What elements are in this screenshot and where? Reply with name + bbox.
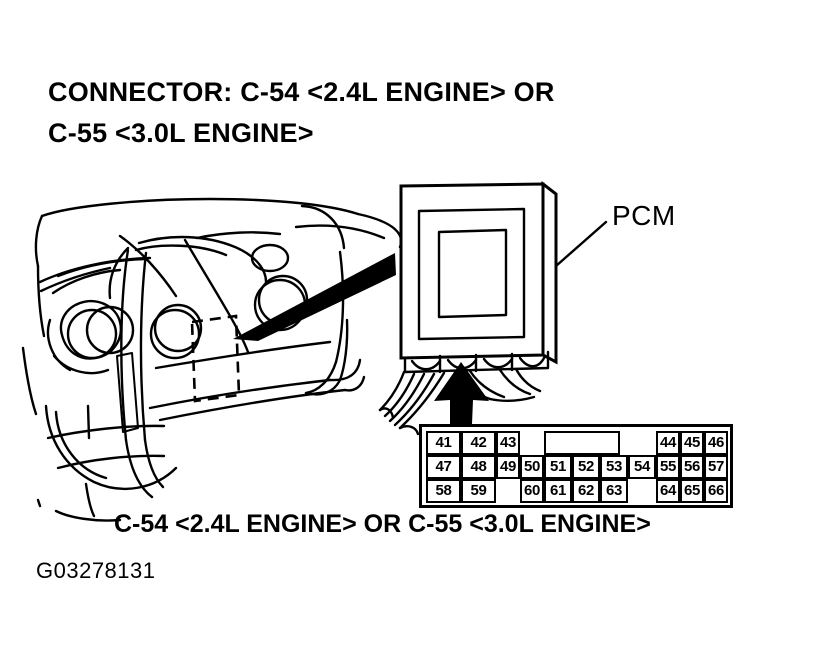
pin-cell-45: 45 [680, 431, 704, 455]
pin-cell-60: 60 [520, 479, 544, 503]
pin-cell-47: 47 [426, 455, 461, 479]
pin-cell-63: 63 [600, 479, 628, 503]
pin-cell-65: 65 [680, 479, 704, 503]
pcm-location-marker [190, 314, 241, 403]
pin-cell-50: 50 [520, 455, 544, 479]
pin-cell-53: 53 [600, 455, 628, 479]
pin-cell-56: 56 [680, 455, 704, 479]
pin-cell-51: 51 [544, 455, 572, 479]
pin-cell-54: 54 [628, 455, 656, 479]
page-title: CONNECTOR: C-54 <2.4L ENGINE> OR C-55 <3… [48, 77, 555, 148]
harness-up-arrow [434, 362, 489, 424]
pin-cell-43: 43 [496, 431, 520, 455]
pin-cell-44: 44 [656, 431, 680, 455]
pin-cell-48: 48 [461, 455, 496, 479]
pin-cell-66: 66 [704, 479, 728, 503]
pin-cell-52: 52 [572, 455, 600, 479]
pin-cell-58: 58 [426, 479, 461, 503]
pin-cell-59: 59 [461, 479, 496, 503]
pcm-module [399, 180, 558, 374]
pcm-label: PCM [612, 200, 676, 231]
pin-cell-64: 64 [656, 479, 680, 503]
dashboard-outline [21, 197, 403, 522]
pin-cell-46: 46 [704, 431, 728, 455]
figure-caption: C-54 <2.4L ENGINE> OR C-55 <3.0L ENGINE> [114, 510, 651, 538]
pcm-leader-line [554, 220, 608, 268]
pin-cell-55: 55 [656, 455, 680, 479]
pin-cell-42: 42 [461, 431, 496, 455]
figure-id: G03278131 [36, 558, 156, 583]
pin-cell-empty [544, 431, 620, 455]
pointer-arrow [233, 253, 396, 341]
pin-cell-49: 49 [496, 455, 520, 479]
pin-cell-62: 62 [572, 479, 600, 503]
pin-cell-57: 57 [704, 455, 728, 479]
pin-cell-61: 61 [544, 479, 572, 503]
pin-cell-41: 41 [426, 431, 461, 455]
